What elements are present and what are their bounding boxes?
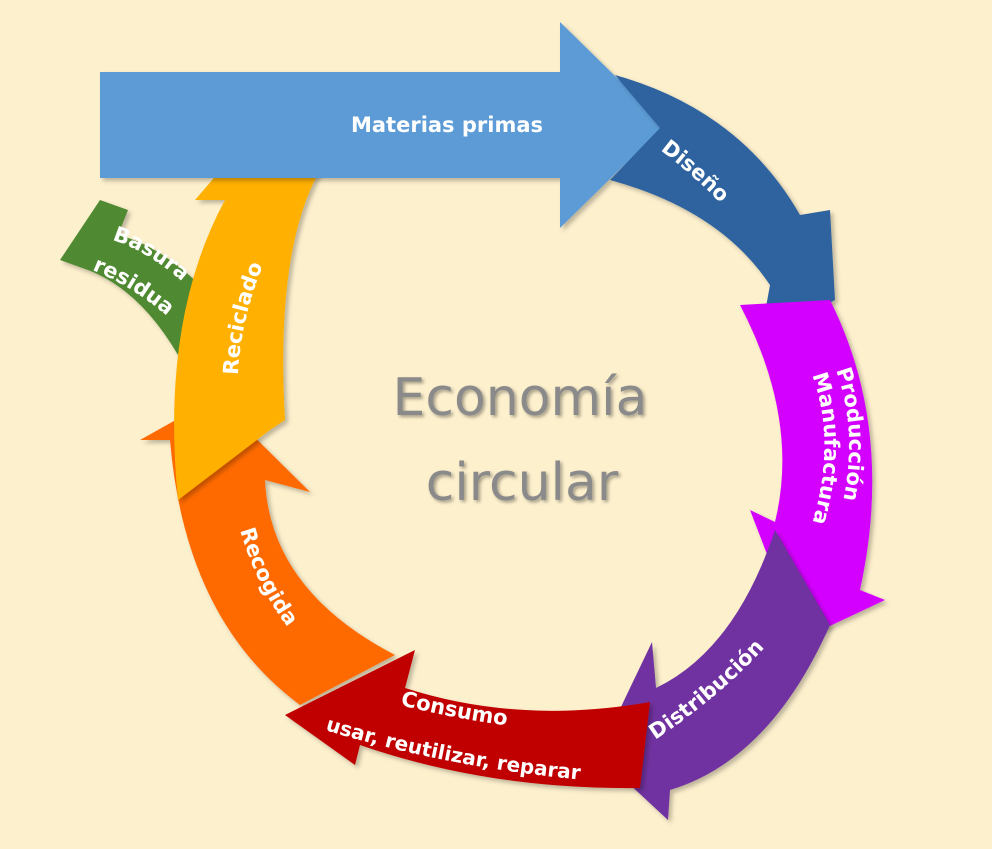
materias-primas-label: Materias primas [351, 113, 543, 137]
diseno-arrow [610, 75, 835, 340]
title-line-2: circular [426, 453, 619, 513]
consumo-arrow [285, 650, 650, 789]
basura-residual-arrow [60, 200, 205, 355]
reciclado-arrow [174, 122, 350, 500]
materias-primas-arrow [100, 22, 665, 228]
title-line-1: Economía [393, 368, 648, 428]
distribucion-arrow [598, 530, 830, 820]
